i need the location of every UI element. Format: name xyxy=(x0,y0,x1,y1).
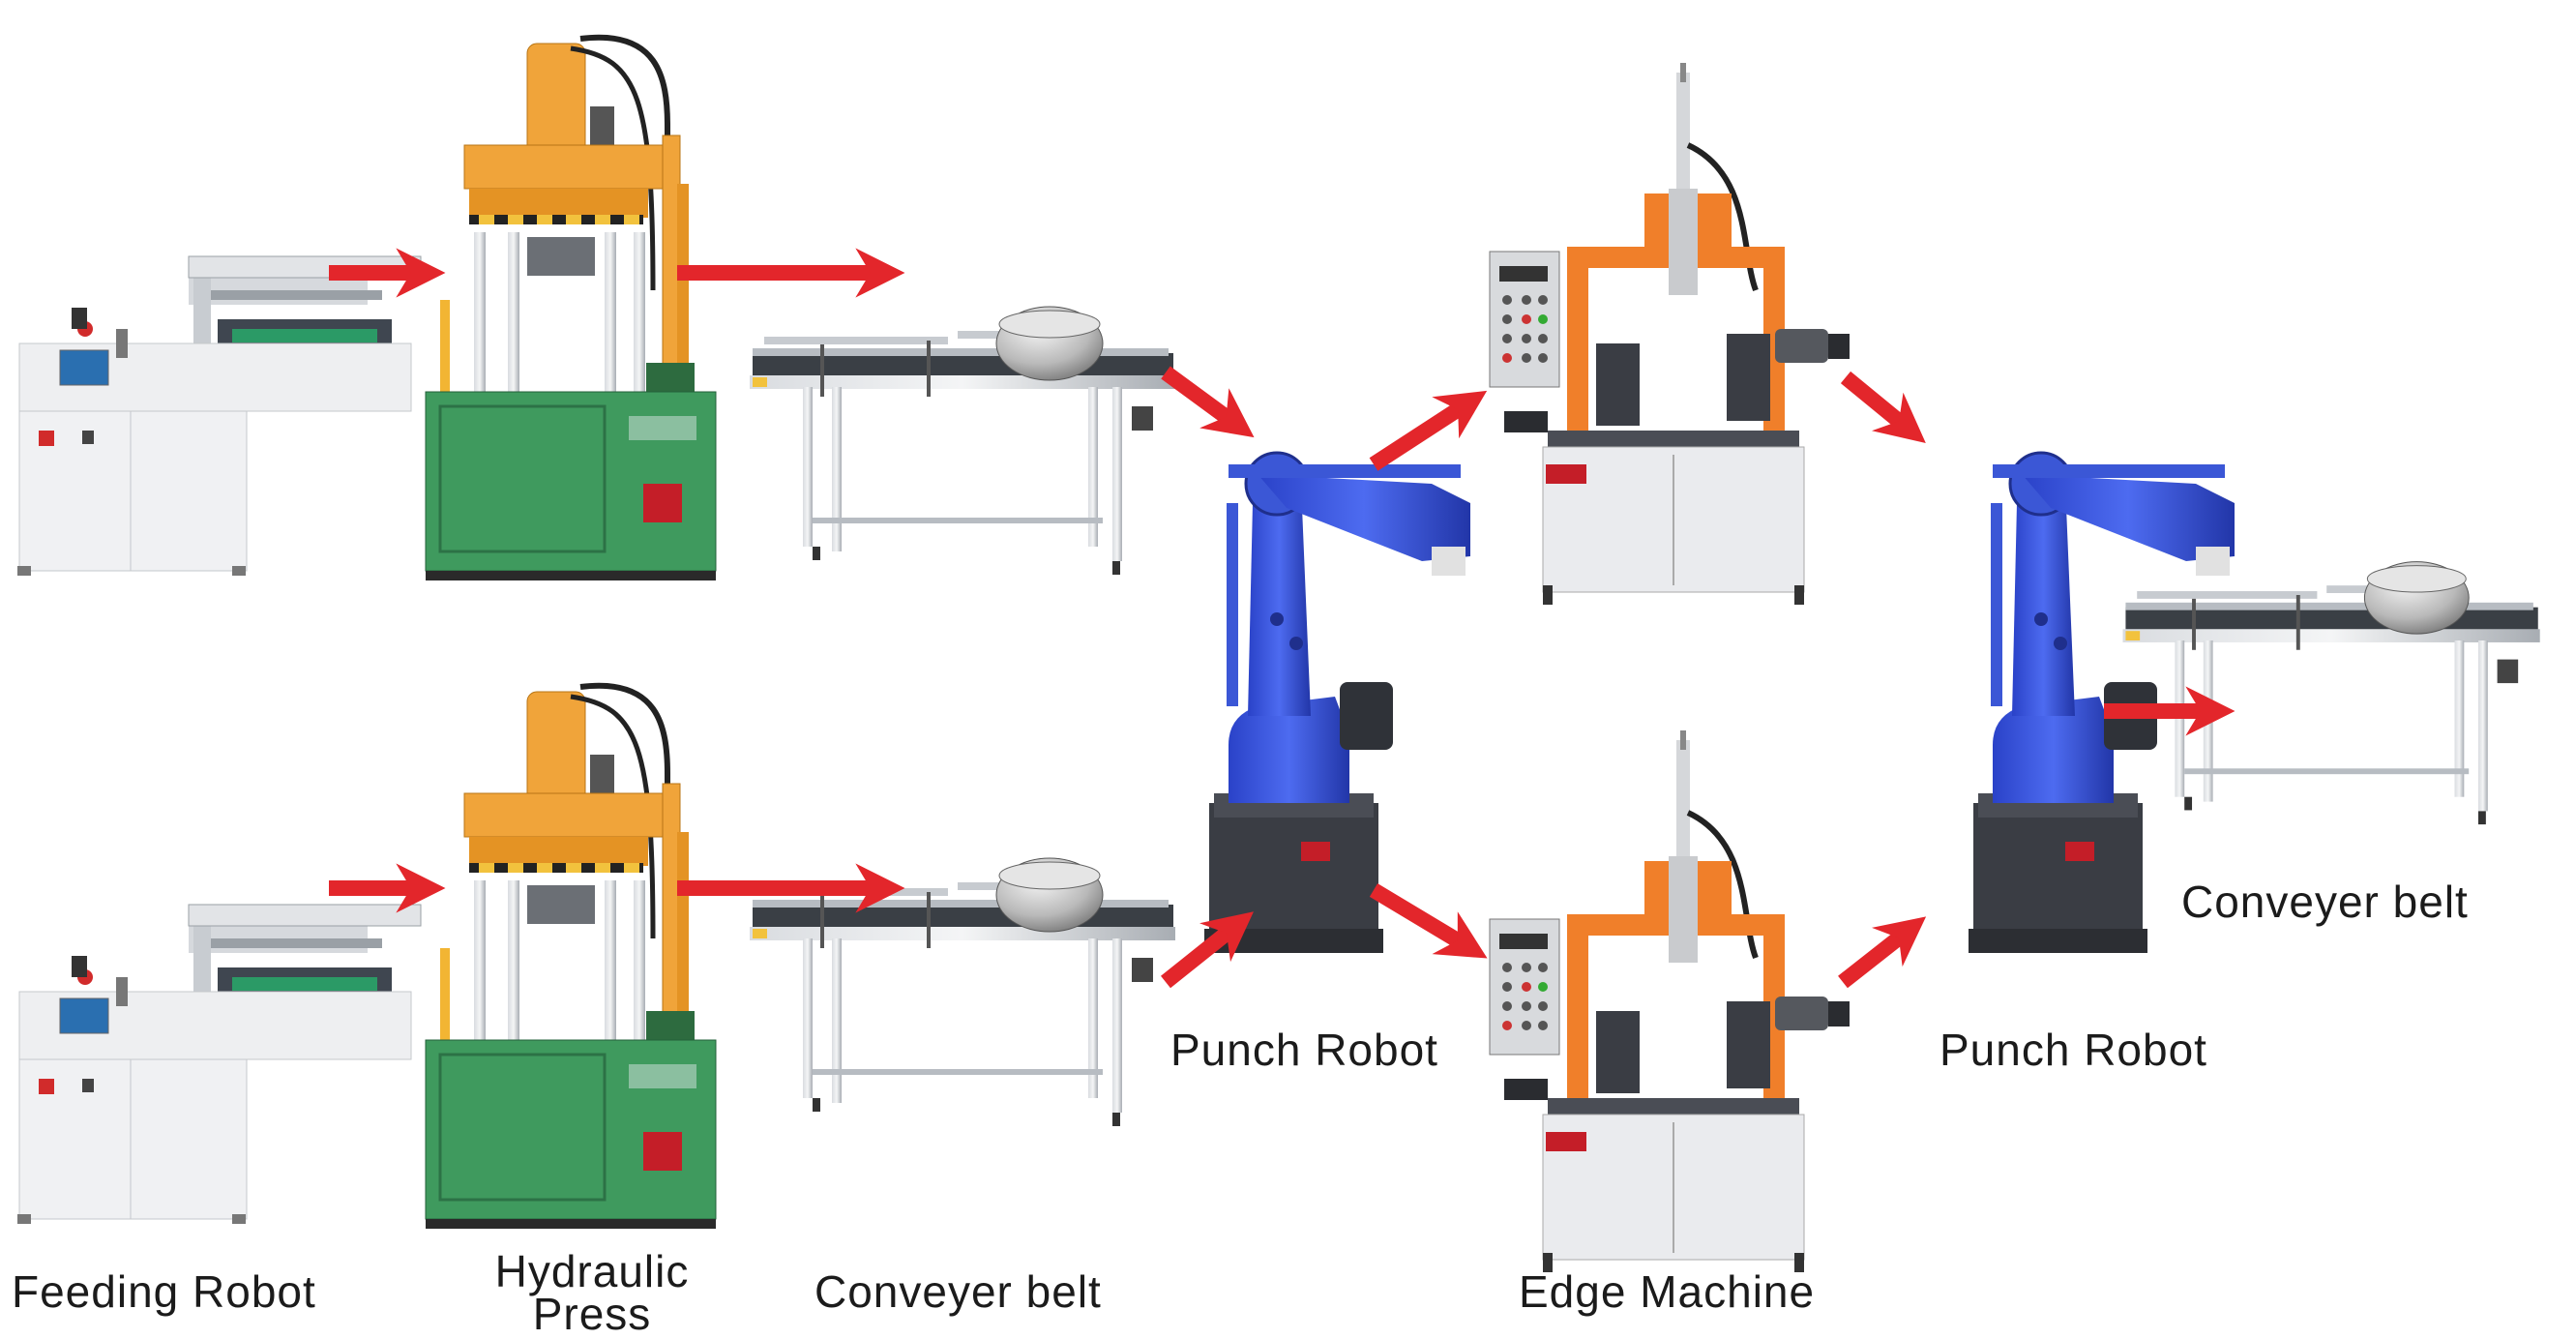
hydraulic-press-top xyxy=(426,38,716,580)
feeding-robot-top xyxy=(16,255,422,577)
arrow-conveyor-to-robot-top xyxy=(1161,366,1255,438)
flow-arrows xyxy=(329,248,2235,989)
label-punch-robot-left: Punch Robot xyxy=(1170,1025,1438,1075)
label-hydraulic-press-line2: Press xyxy=(532,1289,652,1339)
label-edge-machine: Edge Machine xyxy=(1519,1266,1816,1317)
label-punch-robot-right: Punch Robot xyxy=(1939,1025,2207,1075)
label-feeding-robot: Feeding Robot xyxy=(12,1266,316,1317)
label-conveyer-belt-right: Conveyer belt xyxy=(2181,877,2469,927)
hydraulic-press-bottom xyxy=(426,686,716,1229)
label-hydraulic-press-line1: Hydraulic xyxy=(494,1246,690,1296)
feeding-robot-bottom xyxy=(16,904,422,1225)
label-conveyer-belt-bottom: Conveyer belt xyxy=(814,1266,1102,1317)
arrow-conveyor-to-robot-bottom xyxy=(1161,911,1254,989)
edge-machine-top xyxy=(1490,63,1850,605)
conveyer-belt-bottom xyxy=(748,856,1177,1128)
punch-robot-left xyxy=(1202,451,1472,955)
arrow-robot-to-edge-bottom xyxy=(1369,883,1488,959)
edge-machine-bottom xyxy=(1490,730,1850,1272)
label-hydraulic-press: Hydraulic Press xyxy=(466,1246,718,1339)
arrow-edge-top-to-robot-right xyxy=(1840,371,1926,443)
conveyer-belt-output xyxy=(2120,559,2542,827)
conveyer-belt-top xyxy=(748,305,1177,577)
arrow-robot-to-edge-top xyxy=(1369,390,1488,471)
arrow-edge-bottom-to-robot-right xyxy=(1838,916,1927,989)
